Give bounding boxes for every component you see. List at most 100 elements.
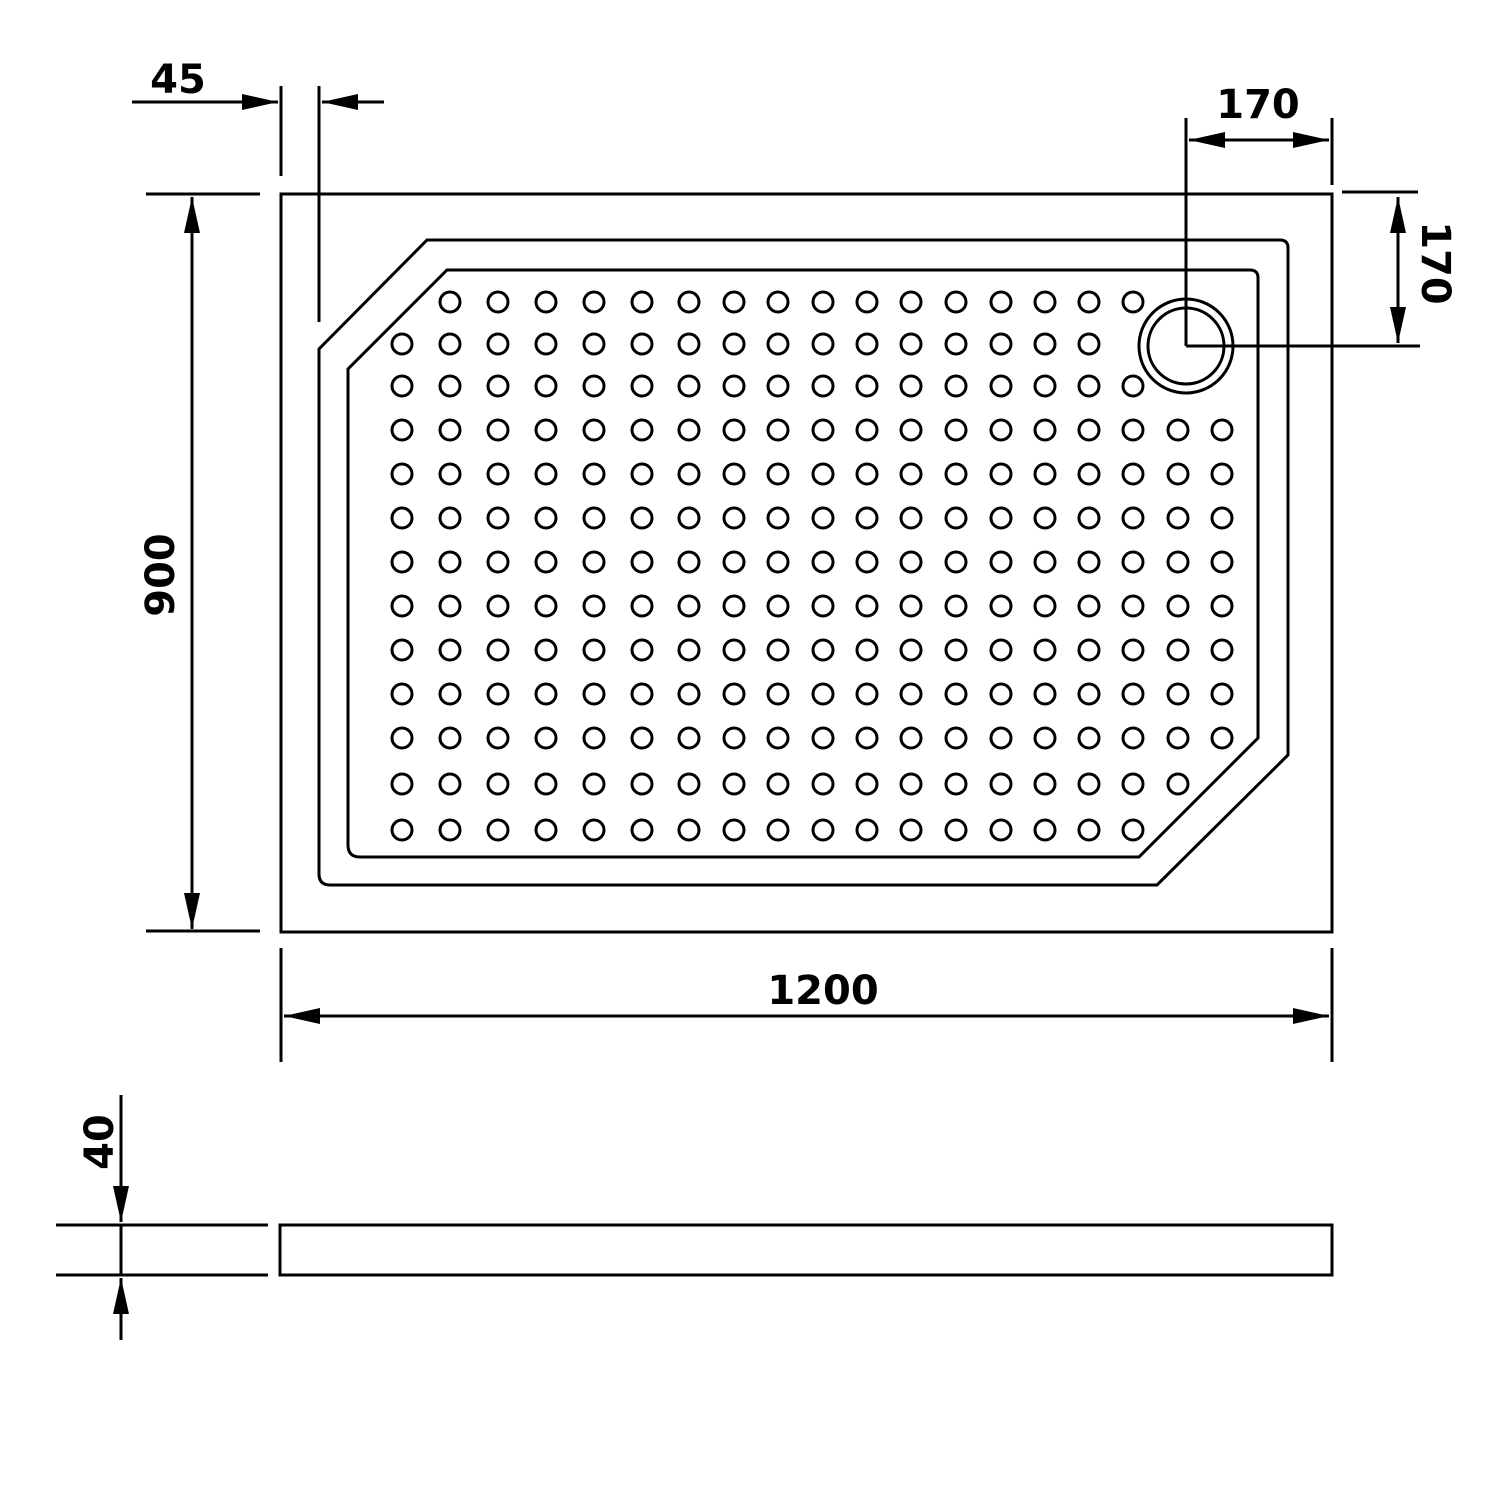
anti-slip-dot [1210, 682, 1234, 706]
anti-slip-dot [944, 550, 968, 574]
anti-slip-dot [989, 462, 1013, 486]
anti-slip-dot [855, 638, 879, 662]
anti-slip-dot [944, 726, 968, 750]
anti-slip-dot [899, 374, 923, 398]
anti-slip-dot [944, 332, 968, 356]
anti-slip-dot [390, 374, 414, 398]
anti-slip-dot [486, 418, 510, 442]
anti-slip-dot [630, 418, 654, 442]
anti-slip-dot [811, 726, 835, 750]
anti-slip-dot [630, 726, 654, 750]
anti-slip-dot [766, 374, 790, 398]
anti-slip-dot [534, 638, 558, 662]
anti-slip-dot [1077, 550, 1101, 574]
anti-slip-dot [766, 418, 790, 442]
anti-slip-dot [1121, 772, 1145, 796]
anti-slip-dot [989, 682, 1013, 706]
anti-slip-dot [1210, 594, 1234, 618]
anti-slip-dot [630, 506, 654, 530]
anti-slip-dot [677, 682, 701, 706]
anti-slip-dot [766, 332, 790, 356]
anti-slip-dot [582, 506, 606, 530]
anti-slip-dot [899, 290, 923, 314]
anti-slip-dot [677, 726, 701, 750]
anti-slip-dot [1210, 462, 1234, 486]
anti-slip-dot [811, 374, 835, 398]
anti-slip-dot [582, 818, 606, 842]
anti-slip-dot [899, 506, 923, 530]
anti-slip-dot [1033, 818, 1057, 842]
anti-slip-dot [811, 638, 835, 662]
anti-slip-dot [1033, 506, 1057, 530]
anti-slip-dot [989, 818, 1013, 842]
width-label: 900 [138, 533, 184, 617]
anti-slip-dot [438, 638, 462, 662]
anti-slip-dot [1121, 682, 1145, 706]
anti-slip-dot [630, 594, 654, 618]
anti-slip-dot [390, 682, 414, 706]
anti-slip-dot [855, 418, 879, 442]
anti-slip-dot [486, 682, 510, 706]
anti-slip-dot [1121, 550, 1145, 574]
anti-slip-dot [677, 772, 701, 796]
anti-slip-dot [630, 772, 654, 796]
anti-slip-dot [390, 594, 414, 618]
anti-slip-dot [1166, 418, 1190, 442]
anti-slip-dot [1210, 550, 1234, 574]
anti-slip-dot [855, 550, 879, 574]
anti-slip-dot [944, 594, 968, 618]
anti-slip-dot [722, 332, 746, 356]
anti-slip-dot [438, 594, 462, 618]
anti-slip-dot [438, 682, 462, 706]
anti-slip-dot [582, 726, 606, 750]
anti-slip-dot [1077, 290, 1101, 314]
anti-slip-dot [438, 332, 462, 356]
anti-slip-dot [1077, 682, 1101, 706]
anti-slip-dot [989, 374, 1013, 398]
anti-slip-dot [486, 506, 510, 530]
anti-slip-dot [1033, 374, 1057, 398]
anti-slip-dot [899, 772, 923, 796]
anti-slip-dot [899, 638, 923, 662]
anti-slip-dot [766, 550, 790, 574]
anti-slip-dot [989, 506, 1013, 530]
anti-slip-dot [486, 290, 510, 314]
anti-slip-dot [855, 462, 879, 486]
anti-slip-dot [1210, 418, 1234, 442]
anti-slip-dot [989, 594, 1013, 618]
anti-slip-dot [766, 682, 790, 706]
anti-slip-dot [390, 332, 414, 356]
anti-slip-dot [855, 682, 879, 706]
anti-slip-dot [1077, 818, 1101, 842]
anti-slip-dot [722, 772, 746, 796]
anti-slip-dot [630, 332, 654, 356]
anti-slip-dot [944, 418, 968, 442]
anti-slip-dot [1077, 594, 1101, 618]
anti-slip-dot [534, 290, 558, 314]
anti-slip-dot [722, 638, 746, 662]
anti-slip-dot [811, 818, 835, 842]
anti-slip-dot [722, 506, 746, 530]
anti-slip-dot [534, 332, 558, 356]
anti-slip-dot [677, 374, 701, 398]
anti-slip-dot [766, 726, 790, 750]
anti-slip-dot [899, 594, 923, 618]
anti-slip-dot [486, 462, 510, 486]
anti-slip-dot [855, 726, 879, 750]
anti-slip-dot [390, 726, 414, 750]
anti-slip-dot [766, 506, 790, 530]
anti-slip-dot [811, 594, 835, 618]
anti-slip-dot [390, 638, 414, 662]
anti-slip-dot [989, 290, 1013, 314]
anti-slip-dot [766, 638, 790, 662]
anti-slip-dot [582, 332, 606, 356]
anti-slip-dot [766, 818, 790, 842]
anti-slip-dot [811, 550, 835, 574]
anti-slip-dot [899, 550, 923, 574]
anti-slip-dot [1033, 462, 1057, 486]
rim-width-label: 45 [150, 57, 206, 103]
anti-slip-dot [1210, 638, 1234, 662]
anti-slip-dot [722, 418, 746, 442]
anti-slip-dot [855, 772, 879, 796]
